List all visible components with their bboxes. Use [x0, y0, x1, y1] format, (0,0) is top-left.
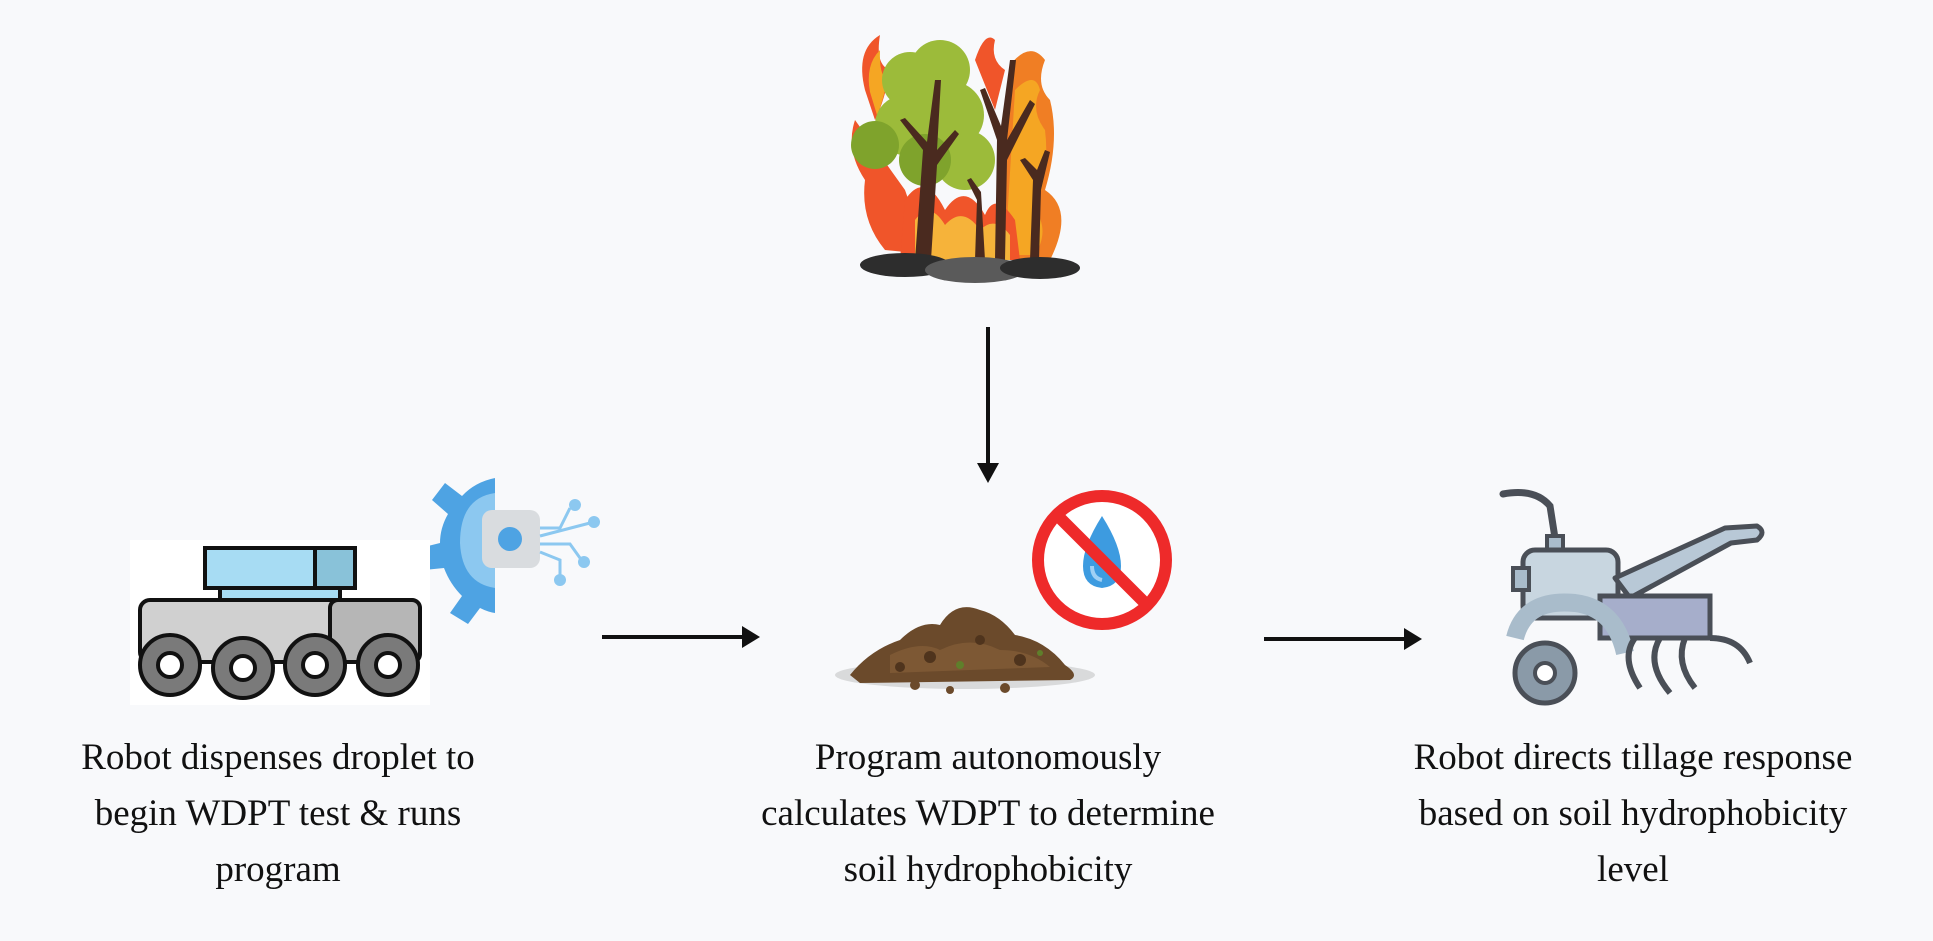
tiller-icon — [1499, 489, 1765, 706]
soil-pile-icon — [835, 607, 1095, 694]
arrow-down — [977, 327, 999, 483]
caption-line: Program autonomously — [814, 737, 1162, 778]
caption-line: based on soil hydrophobicity — [1418, 793, 1848, 834]
step-1-caption: Robot dispenses droplet to begin WDPT te… — [28, 730, 528, 898]
caption-line: Robot directs tillage response — [1413, 737, 1853, 778]
caption-line: level — [1597, 849, 1669, 890]
robot-rover-icon — [130, 540, 430, 705]
ai-gear-icon — [420, 453, 600, 624]
caption-line: begin WDPT test & runs — [94, 793, 462, 834]
caption-line: Robot dispenses droplet to — [81, 737, 475, 778]
step-3-caption: Robot directs tillage response based on … — [1378, 730, 1888, 898]
wildfire-icon — [851, 35, 1080, 283]
caption-line: calculates WDPT to determine — [761, 793, 1215, 834]
no-water-icon — [1032, 490, 1172, 630]
caption-line: soil hydrophobicity — [843, 849, 1133, 890]
caption-line: program — [215, 849, 341, 890]
arrow-right-2 — [1264, 628, 1422, 650]
arrow-right-1 — [602, 626, 760, 648]
step-2-caption: Program autonomously calculates WDPT to … — [718, 730, 1258, 898]
